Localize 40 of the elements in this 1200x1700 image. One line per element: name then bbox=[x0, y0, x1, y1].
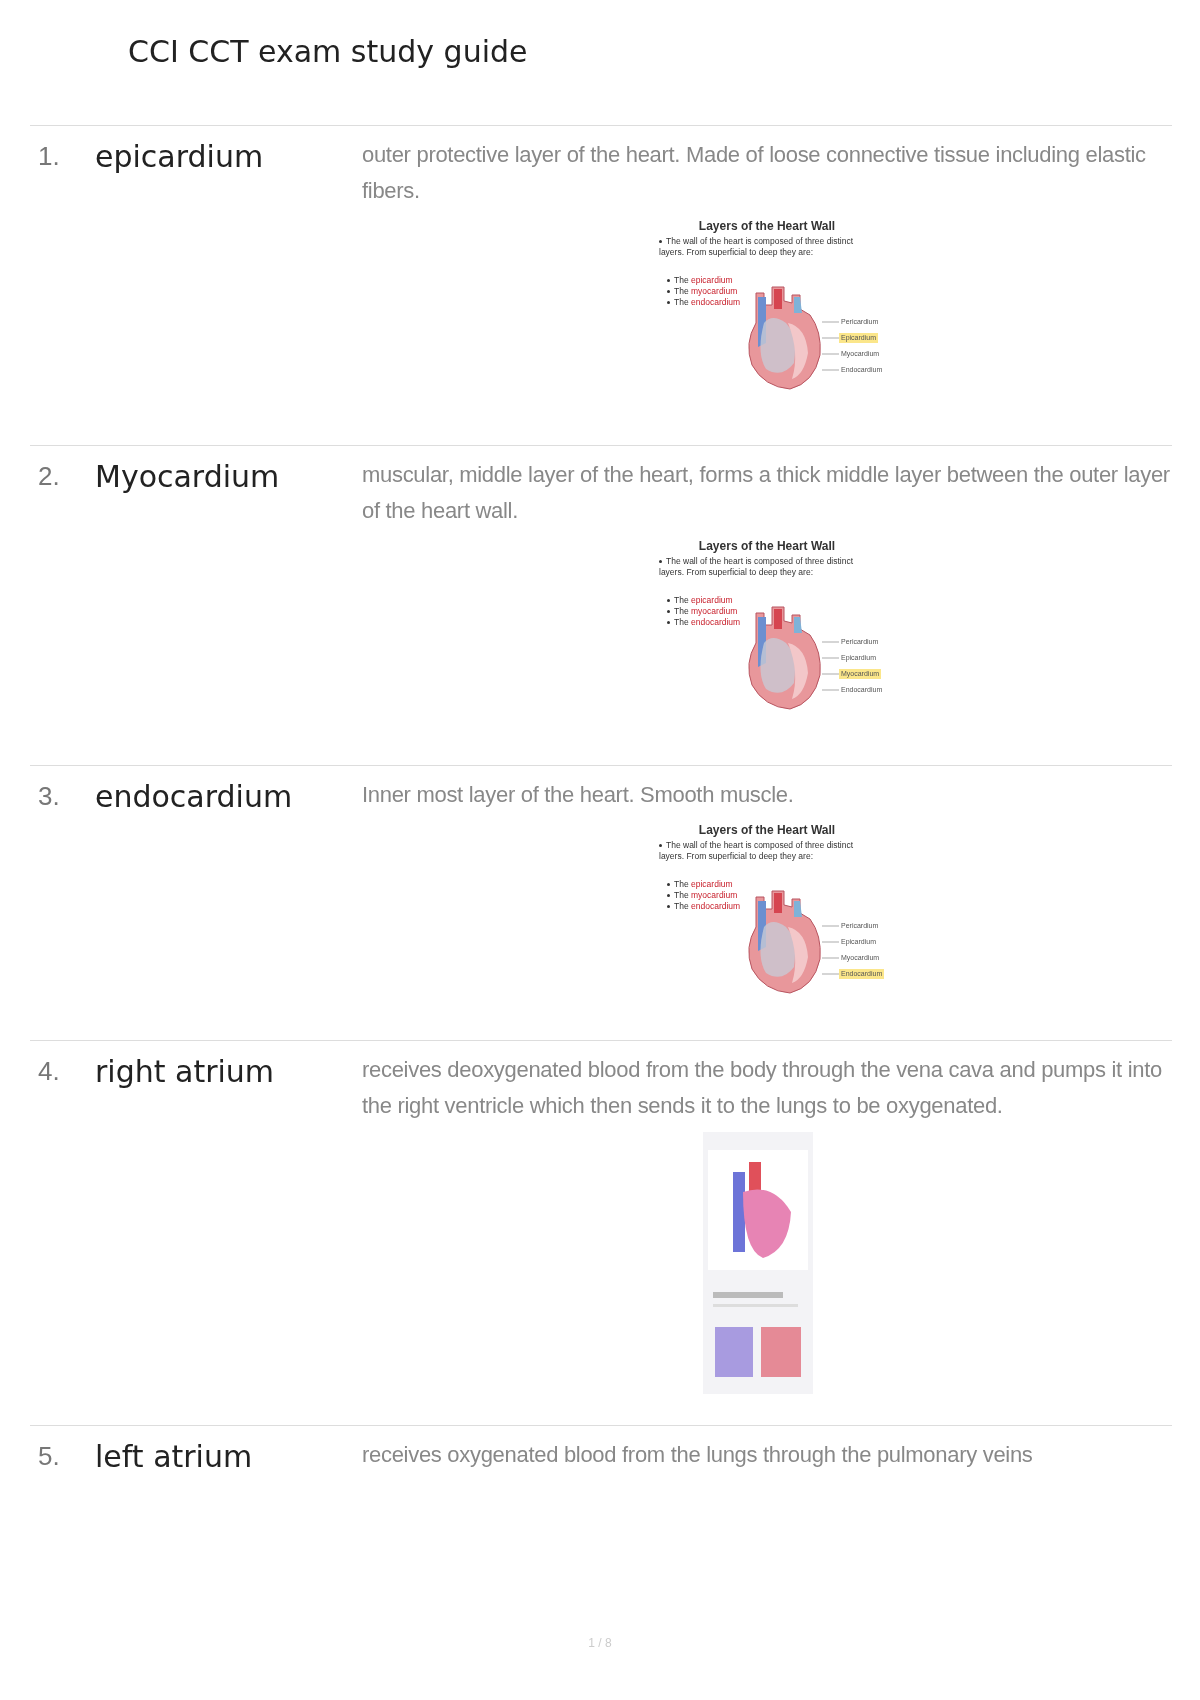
leader-line bbox=[821, 337, 840, 339]
leader-line bbox=[821, 957, 840, 959]
definition: receives deoxygenated blood from the body through the vena cava and pumps it into the right ventricle which then sends it to the lungs to be oxygenated. bbox=[362, 1056, 1163, 1120]
definition: receives oxygenated blood from the lungs through the pulmonary veins bbox=[362, 1441, 1034, 1469]
bullet-item: The epicardium bbox=[667, 595, 733, 605]
term: epicardium bbox=[95, 139, 264, 174]
bullet-item: The myocardium bbox=[667, 286, 738, 296]
leader-line bbox=[821, 321, 840, 323]
bullet-item: The epicardium bbox=[667, 879, 733, 889]
bullet-item: The endocardium bbox=[667, 617, 741, 627]
item-number: 1. bbox=[38, 141, 60, 172]
leader-line bbox=[821, 973, 840, 975]
slide-title: Layers of the Heart Wall bbox=[697, 219, 837, 233]
item-number: 5. bbox=[38, 1441, 60, 1472]
leader-line bbox=[821, 657, 840, 659]
item-number: 3. bbox=[38, 781, 60, 812]
term: left atrium bbox=[95, 1439, 253, 1474]
bullet-item: The myocardium bbox=[667, 606, 738, 616]
definition: outer protective layer of the heart. Made of loose connective tissue including elastic fibers. bbox=[362, 141, 1147, 205]
leader-line bbox=[821, 641, 840, 643]
definition: Inner most layer of the heart. Smooth muscle. bbox=[362, 781, 795, 809]
page-title: CCI CCT exam study guide bbox=[128, 34, 528, 69]
leader-line bbox=[821, 925, 840, 927]
slide-title: Layers of the Heart Wall bbox=[697, 539, 837, 553]
definition: muscular, middle layer of the heart, forms a thick middle layer between the outer layer of the heart wall. bbox=[362, 461, 1171, 525]
item-number: 2. bbox=[38, 461, 60, 492]
bullet-item: The endocardium bbox=[667, 901, 741, 911]
term: right atrium bbox=[95, 1054, 275, 1089]
slide-title: Layers of the Heart Wall bbox=[697, 823, 837, 837]
bullet-item: The endocardium bbox=[667, 297, 741, 307]
leader-line bbox=[821, 689, 840, 691]
leader-line bbox=[821, 369, 840, 371]
bullet-item: The myocardium bbox=[667, 890, 738, 900]
item-number: 4. bbox=[38, 1056, 60, 1087]
leader-line bbox=[821, 941, 840, 943]
bullet-item: The epicardium bbox=[667, 275, 733, 285]
leader-line bbox=[821, 353, 840, 355]
leader-line bbox=[821, 673, 840, 675]
term: endocardium bbox=[95, 779, 293, 814]
term: Myocardium bbox=[95, 459, 280, 494]
